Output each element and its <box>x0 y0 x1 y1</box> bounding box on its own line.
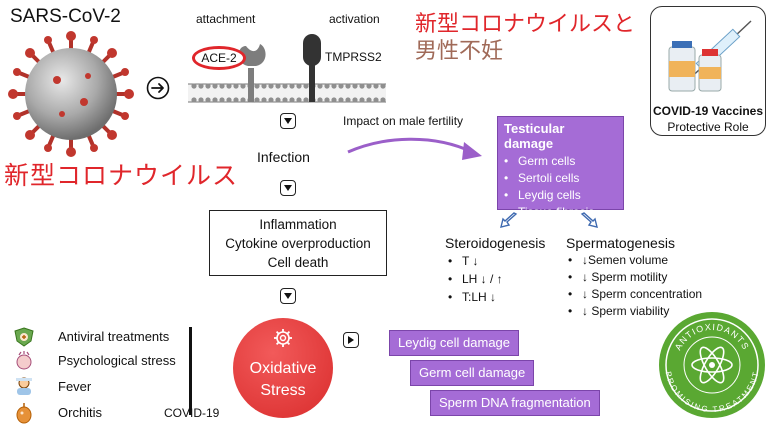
spermatogenesis-item: ↓Semen volume <box>568 252 702 269</box>
testicular-item: Germ cells <box>504 153 617 170</box>
expand-button-3[interactable] <box>280 288 296 304</box>
testicular-damage-title: Testicular damage <box>504 121 565 151</box>
arrow-right-circle-icon <box>146 76 170 100</box>
chevron-down-icon <box>284 185 292 191</box>
virus-title: SARS-CoV-2 <box>10 6 121 27</box>
arrow-down-left-icon <box>500 212 518 228</box>
spermatogenesis-title: Spermatogenesis <box>566 235 675 251</box>
testicular-item: Sertoli cells <box>504 170 617 187</box>
gear-icon <box>274 329 292 347</box>
covid-group-label: COVID-19 <box>164 406 220 420</box>
headline-line2: 男性不妊 <box>415 38 504 63</box>
testicular-damage-box: Testicular damage Germ cells Sertoli cel… <box>497 116 624 221</box>
oxidative-stress-circle: Oxidative Stress <box>233 318 333 418</box>
dna-fragmentation-box: Sperm DNA fragmentation <box>430 390 600 416</box>
factor-fever: Fever <box>58 379 92 394</box>
activation-label: activation <box>329 12 380 26</box>
virus-jp-label: 新型コロナウイルス <box>4 162 239 190</box>
expand-button-1[interactable] <box>280 113 296 129</box>
infection-label: Infection <box>257 149 310 165</box>
inflammation-box: Inflammation Cytokine overproduction Cel… <box>209 210 387 276</box>
oxidative-text-2: Stress <box>260 382 306 399</box>
spermatogenesis-list: ↓Semen volume ↓ Sperm motility ↓ Sperm c… <box>568 252 702 320</box>
leydig-damage-box: Leydig cell damage <box>389 330 520 356</box>
vaccine-syringe-icon <box>668 20 752 92</box>
chevron-down-icon <box>284 293 292 299</box>
headline-line1: 新型コロナウイルスと <box>415 11 636 36</box>
factor-psychological: Psychological stress <box>58 353 176 368</box>
steroidogenesis-item: T:LH ↓ <box>448 289 503 306</box>
oxidative-text-1: Oxidative <box>249 360 317 377</box>
spermatogenesis-item: ↓ Sperm concentration <box>568 286 702 303</box>
arrow-down-right-icon <box>580 212 598 228</box>
antioxidants-badge: ANTIOXIDANTS PROMISING TREATMENT <box>659 312 765 418</box>
pill-shield-icon <box>14 327 34 347</box>
vaccine-subtitle: Protective Role <box>667 120 749 134</box>
cytokine-line: Cytokine overproduction <box>225 236 371 251</box>
inflammation-line: Inflammation <box>259 217 337 232</box>
steroidogenesis-item: LH ↓ / ↑ <box>448 271 503 288</box>
chevron-down-icon <box>284 118 292 124</box>
chevron-right-icon <box>348 336 354 344</box>
steroidogenesis-title: Steroidogenesis <box>445 235 546 251</box>
spermatogenesis-item: ↓ Sperm motility <box>568 269 702 286</box>
factors-bracket <box>189 327 192 415</box>
tmprss2-label: TMPRSS2 <box>325 50 382 64</box>
cell-death-line: Cell death <box>267 255 329 270</box>
factor-antiviral: Antiviral treatments <box>58 329 170 344</box>
testicular-item: Tissue fibrosis <box>504 204 617 221</box>
virus-image <box>8 31 134 157</box>
ace2-receptor-label: ACE-2 <box>192 46 246 70</box>
testicular-item: Leydig cells <box>504 187 617 204</box>
vaccine-title: COVID-19 Vaccines <box>652 104 764 118</box>
spermatogenesis-item: ↓ Sperm viability <box>568 303 702 320</box>
steroidogenesis-list: T ↓ LH ↓ / ↑ T:LH ↓ <box>448 253 503 306</box>
expand-button-4[interactable] <box>343 332 359 348</box>
germ-damage-box: Germ cell damage <box>410 360 535 386</box>
fever-person-icon <box>16 377 32 395</box>
factor-orchitis: Orchitis <box>58 405 103 420</box>
cell-membrane-diagram <box>188 34 386 103</box>
steroidogenesis-item: T ↓ <box>448 253 503 270</box>
vaccine-card: COVID-19 Vaccines Protective Role <box>650 6 766 136</box>
impact-curved-arrow <box>347 137 482 160</box>
stress-head-icon <box>16 351 32 370</box>
impact-label: Impact on male fertility <box>343 114 464 128</box>
orchitis-icon <box>16 403 32 424</box>
expand-button-2[interactable] <box>280 180 296 196</box>
attachment-label: attachment <box>196 12 256 26</box>
